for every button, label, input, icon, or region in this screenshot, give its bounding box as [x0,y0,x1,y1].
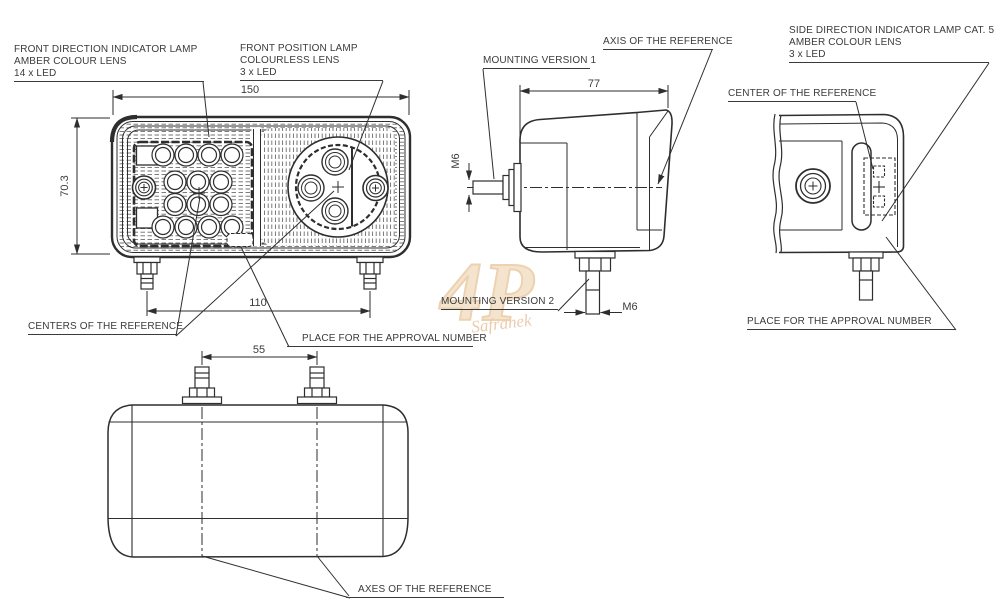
right-view-bolt [848,251,884,301]
label-place-approval-side: PLACE FOR THE APPROVAL NUMBER [747,316,956,330]
label-centers-reference: CENTERS OF THE REFERENCE [28,321,183,335]
side-view [467,109,673,315]
label-line: SIDE DIRECTION INDICATOR LAMP CAT. 5 [789,25,995,36]
side-leader-lines [482,49,713,312]
label-front-position: FRONT POSITION LAMP COLOURLESS LENS 3 x … [240,43,383,81]
label-line: AMBER COLOUR LENS [789,37,902,48]
dim-depth-77: 77 [587,78,601,90]
label-line: COLOURLESS LENS [240,55,340,66]
led-panel [131,140,254,248]
side-lens [851,142,872,231]
front-leader-lines [175,80,384,348]
side-dimensions [465,85,669,316]
dim-thread-bottom-m6: M6 [622,301,638,313]
side-screw [795,168,831,204]
label-place-approval-front: PLACE FOR THE APPROVAL NUMBER [287,333,487,347]
front-right-screw [362,174,389,202]
break-line [772,113,777,254]
label-line: 3 x LED [789,49,826,60]
side-led-window [863,157,896,216]
side-bolt-bottom [574,250,616,315]
label-front-direction: FRONT DIRECTION INDICATOR LAMP AMBER COL… [14,44,204,82]
dim-axes-spacing-55: 55 [252,344,266,356]
bottom-dimensions [201,351,351,599]
label-line: 14 x LED [14,68,57,79]
front-stud-right [356,256,384,290]
right-view [772,113,905,301]
label-line: AMBER COLOUR LENS [14,56,127,67]
label-line: 3 x LED [240,67,277,78]
dim-height-70-3: 70.3 [59,175,71,197]
watermark-monogram: 4P [438,246,534,339]
bottom-bolt-left [181,366,223,405]
dim-stud-spacing-110: 110 [249,297,267,309]
label-line: FRONT POSITION LAMP [240,43,358,54]
label-center-reference: CENTER OF THE REFERENCE [728,88,876,102]
side-bolt-horizontal [472,162,522,213]
label-mounting-version-1: MOUNTING VERSION 1 [483,55,596,69]
break-line [778,114,783,253]
panel-screw [131,175,157,200]
led-panel-center-mark [193,187,205,199]
bottom-view [107,366,409,558]
front-dimensions [71,90,410,318]
label-side-direction: SIDE DIRECTION INDICATOR LAMP CAT. 5 AMB… [789,25,995,63]
dim-width-150: 150 [240,84,260,96]
dim-thread-side-m6: M6 [450,153,462,169]
bottom-bolt-right [296,366,338,405]
position-lamp [287,136,389,238]
label-line: FRONT DIRECTION INDICATOR LAMP [14,44,198,55]
heavy-corner [109,114,138,143]
label-mounting-version-2: MOUNTING VERSION 2 [441,296,558,310]
front-view [109,114,412,290]
right-leader-lines [855,62,990,331]
label-axis-reference: AXIS OF THE REFERENCE [603,36,733,50]
label-axes-reference: AXES OF THE REFERENCE [346,584,504,598]
front-stud-left [133,256,161,290]
watermark-logo: 4P Safranek [437,245,535,340]
approval-number-area [226,232,254,248]
